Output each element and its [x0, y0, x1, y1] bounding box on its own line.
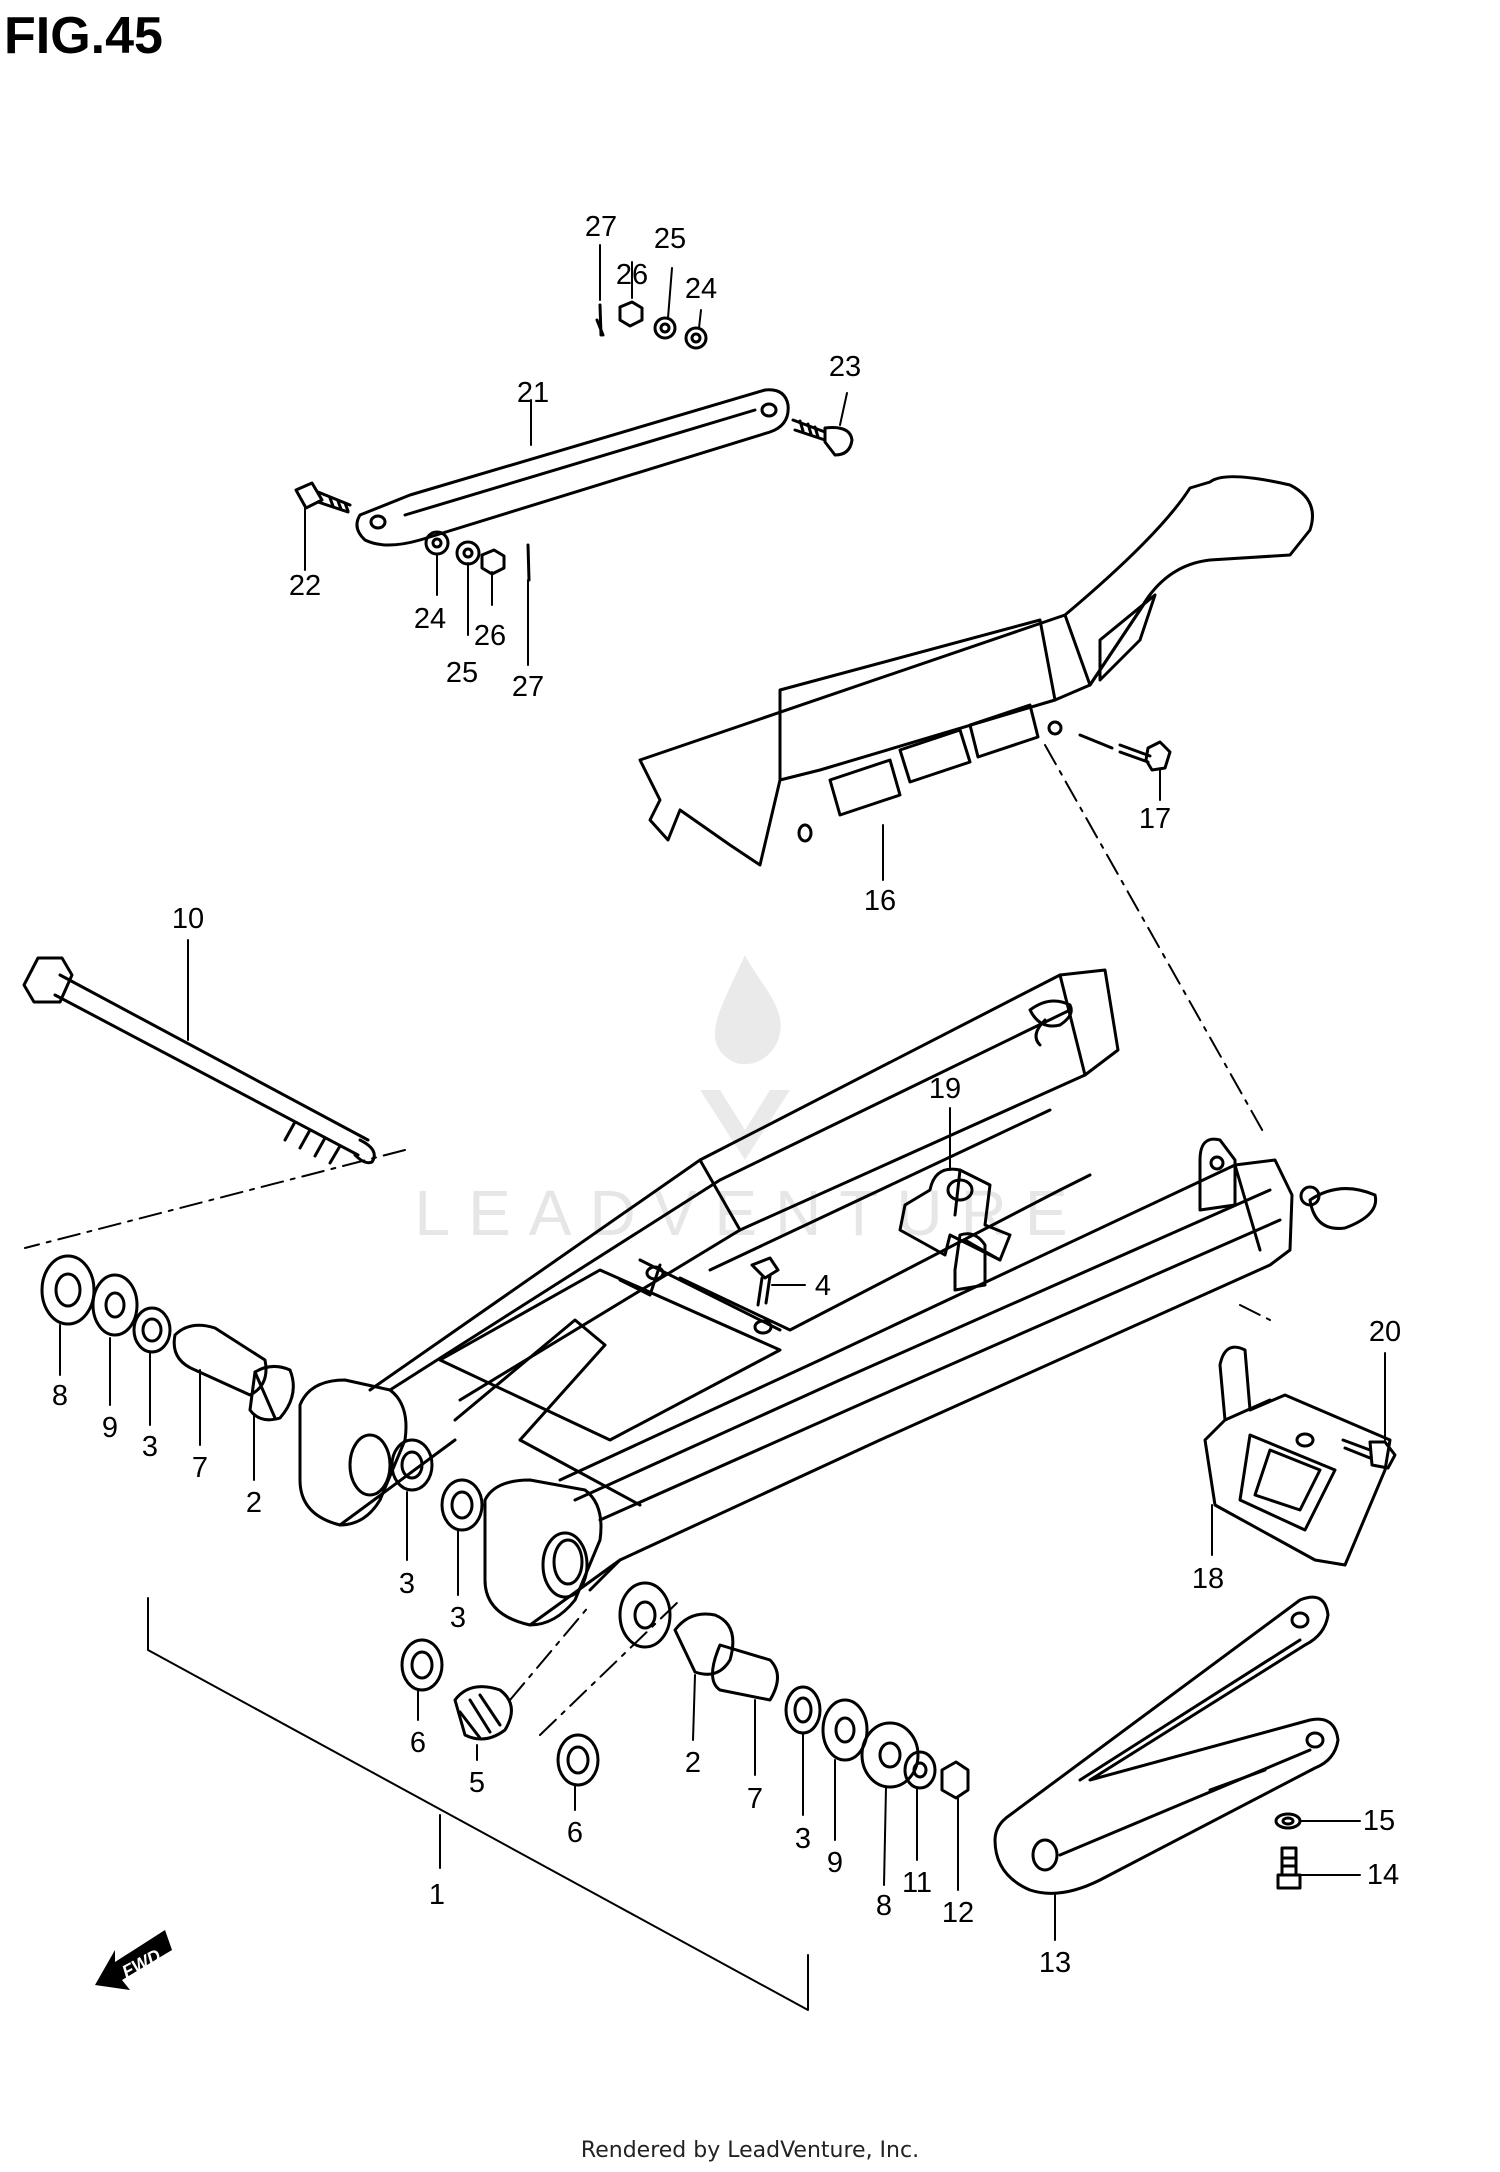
callout-9: 9 [102, 1412, 118, 1444]
callout-14: 14 [1367, 1859, 1399, 1891]
render-credit: Rendered by LeadVenture, Inc. [580, 2138, 920, 2163]
callout-labels: 1 2 2 3 3 3 3 4 5 6 6 7 7 8 8 9 9 10 11 … [52, 211, 1401, 1979]
callout-2: 2 [685, 1747, 701, 1779]
chain-guard-part [638, 475, 1314, 867]
swingarm-body-part [298, 968, 1378, 1627]
callout-8: 8 [876, 1890, 892, 1922]
callout-15: 15 [1363, 1805, 1395, 1837]
upper-hardware-group [595, 300, 708, 350]
chain-guide-part [1203, 1345, 1392, 1567]
callout-3: 3 [450, 1602, 466, 1634]
callout-27: 27 [512, 671, 544, 703]
callout-1: 1 [429, 1879, 445, 1911]
callout-12: 12 [942, 1897, 974, 1929]
bolt-20-part [1341, 1438, 1397, 1470]
callout-4: 4 [815, 1270, 831, 1302]
callout-18: 18 [1192, 1563, 1224, 1595]
center-collar-parts [390, 1438, 484, 1532]
callout-25: 25 [446, 657, 478, 689]
figure-title: FIG.45 [4, 7, 163, 65]
leader-lines [59, 244, 1386, 1941]
callout-24: 24 [685, 273, 717, 305]
callout-8: 8 [52, 1380, 68, 1412]
callout-5: 5 [469, 1767, 485, 1799]
callout-13: 13 [1039, 1947, 1071, 1979]
callout-10: 10 [172, 903, 204, 935]
callout-7: 7 [192, 1452, 208, 1484]
callout-21: 21 [517, 377, 549, 409]
callout-25: 25 [654, 223, 686, 255]
right-pivot-parts [618, 1581, 970, 1800]
bearing-parts [400, 1638, 600, 1787]
callout-11: 11 [902, 1867, 932, 1899]
bolt-23-part [791, 418, 854, 457]
callout-6: 6 [410, 1727, 426, 1759]
watermark: LEADVENTURE [415, 955, 1086, 1249]
torque-rod-part [355, 388, 790, 547]
watermark-text: LEADVENTURE [415, 1177, 1086, 1249]
callout-27: 27 [585, 211, 617, 243]
callout-26: 26 [616, 259, 648, 291]
callout-17: 17 [1139, 803, 1171, 835]
callout-6: 6 [567, 1817, 583, 1849]
callout-26: 26 [474, 620, 506, 652]
left-pivot-parts [40, 1254, 295, 1422]
callout-16: 16 [864, 885, 896, 917]
callout-19: 19 [929, 1073, 961, 1105]
bolt-4-part [750, 1256, 780, 1307]
callout-20: 20 [1369, 1316, 1401, 1348]
callout-22: 22 [289, 570, 321, 602]
callout-23: 23 [829, 351, 861, 383]
slider-hardware [1274, 1812, 1302, 1890]
callout-2: 2 [246, 1487, 262, 1519]
callout-24: 24 [414, 603, 446, 635]
callout-7: 7 [747, 1783, 763, 1815]
callout-3: 3 [795, 1823, 811, 1855]
callout-9: 9 [827, 1847, 843, 1879]
lower-hardware-group [424, 530, 531, 582]
alignment-lines [24, 744, 1271, 1736]
bolt-17-part [1078, 733, 1172, 772]
fwd-arrow-icon: FWD [95, 1930, 172, 1990]
pivot-shaft-part [22, 956, 376, 1165]
callout-3: 3 [399, 1568, 415, 1600]
swingarm-bracket [147, 1597, 809, 2011]
callout-3: 3 [142, 1431, 158, 1463]
chain-slider-part [993, 1595, 1340, 1895]
bolt-22-part [294, 481, 352, 514]
